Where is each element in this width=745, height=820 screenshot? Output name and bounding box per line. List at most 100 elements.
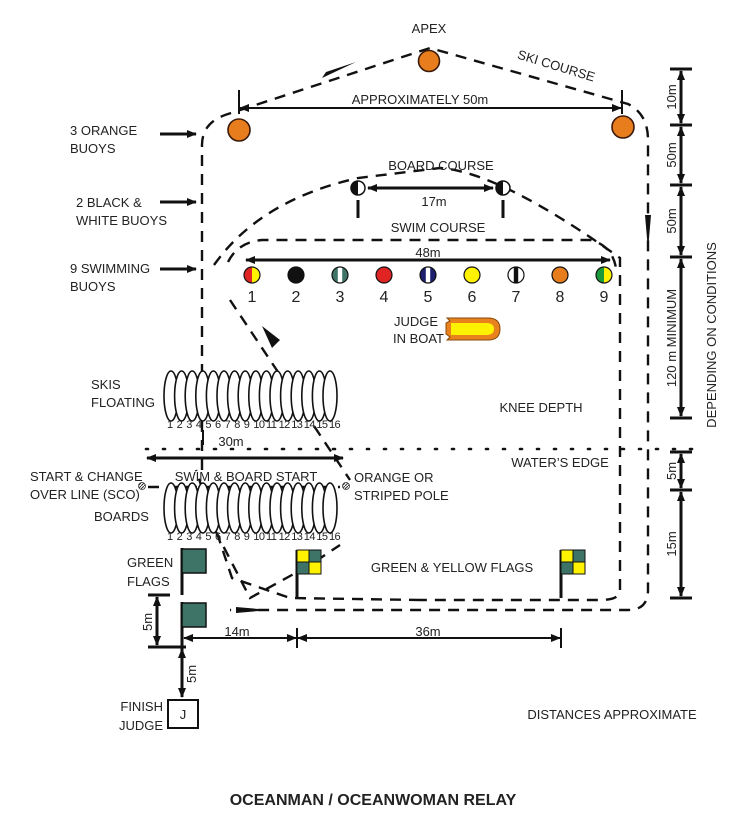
finish-judge-letter: J [180, 707, 187, 722]
svg-text:BUOYS: BUOYS [70, 141, 116, 156]
svg-text:2 BLACK &: 2 BLACK & [76, 195, 142, 210]
svg-text:50m: 50m [664, 142, 679, 167]
board-number: 7 [225, 531, 231, 543]
swim-course-direction-arrow [262, 326, 280, 348]
ski-number: 6 [215, 419, 221, 431]
board-course-path [213, 166, 622, 602]
swim-buoy-number: 1 [248, 289, 257, 306]
return-path [213, 529, 341, 600]
swim-buoy-number: 7 [512, 289, 521, 306]
board-number: 11 [266, 531, 277, 543]
orange-buoy-left [227, 118, 251, 142]
swim-course-return [229, 299, 351, 481]
start-change-label-2: OVER LINE (SCO) [30, 487, 140, 502]
ski-number: 14 [304, 419, 316, 431]
pole-label-2: STRIPED POLE [354, 488, 449, 503]
board-number: 3 [186, 531, 192, 543]
swim-buoy-number: 2 [292, 289, 301, 306]
ski-number: 8 [234, 419, 240, 431]
apex-buoy [417, 49, 441, 73]
ski-number: 7 [225, 419, 231, 431]
bw-buoy-left [350, 180, 366, 218]
ski-course-label: SKI COURSE [516, 47, 597, 85]
ski-course-direction-arrow [236, 607, 270, 613]
ski-number: 2 [177, 419, 183, 431]
finish-judge-label-2: JUDGE [119, 718, 163, 733]
swim-buoy-5 [419, 266, 437, 284]
svg-text:5m: 5m [664, 462, 679, 480]
boards [163, 482, 338, 534]
svg-text:50m: 50m [664, 208, 679, 233]
ski-number: 4 [196, 419, 202, 431]
ski-number: 12 [279, 419, 291, 431]
swim-buoy-1 [243, 266, 261, 284]
svg-text:120 m MINIMUM: 120 m MINIMUM [664, 289, 679, 387]
finish-judge-label-1: FINISH [120, 699, 163, 714]
board-number: 4 [196, 531, 202, 543]
svg-text:BUOYS: BUOYS [70, 279, 116, 294]
svg-text:DEPENDING ON CONDITIONS: DEPENDING ON CONDITIONS [704, 242, 719, 428]
board-number: 1 [167, 531, 173, 543]
green-yellow-flag-2 [559, 549, 586, 598]
board-number: 5 [205, 531, 211, 543]
ski-number: 5 [205, 419, 211, 431]
board-number: 15 [316, 531, 328, 543]
orange-buoy-right [611, 115, 635, 139]
ski-number: 16 [329, 419, 341, 431]
board-number: 14 [304, 531, 316, 543]
legend-bw-buoys: 2 BLACK & WHITE BUOYS [76, 195, 197, 228]
dist-5m-left-label: 5m [140, 613, 155, 631]
swim-course-label: SWIM COURSE [391, 220, 486, 235]
ski-number: 15 [316, 419, 328, 431]
dist-14m-label: 14m [224, 624, 249, 639]
ski-number: 11 [266, 419, 277, 431]
knee-depth-label: KNEE DEPTH [499, 400, 582, 415]
green-flag-1 [180, 548, 207, 595]
skis-label-1: SKIS [91, 377, 121, 392]
svg-text:10m: 10m [664, 84, 679, 109]
ski-course-path [200, 46, 650, 612]
diagram-title: OCEANMAN / OCEANWOMAN RELAY [230, 792, 517, 809]
green-yellow-flag-1 [295, 549, 322, 598]
board-course-label: BOARD COURSE [388, 158, 494, 173]
board-number: 6 [215, 531, 221, 543]
ski-number: 9 [244, 419, 250, 431]
board-number: 16 [329, 531, 341, 543]
approx-50m-label: APPROXIMATELY 50m [352, 92, 489, 107]
swim-buoy-number: 6 [468, 289, 477, 306]
dist-5m-judge-label: 5m [184, 665, 199, 683]
swim-buoy-number: 9 [600, 289, 609, 306]
finish-judge-box [167, 699, 199, 729]
bw-buoy-right [495, 180, 511, 218]
right-scale: 10m 50m 50m 120 m MINIMUM 5m 15m DEPENDI… [664, 67, 719, 600]
ski-number: 13 [291, 419, 303, 431]
gy-flags-label: GREEN & YELLOW FLAGS [371, 560, 534, 575]
skis-floating [163, 370, 338, 422]
swim-buoy-number: 4 [380, 289, 389, 306]
swim-buoy-6 [463, 266, 481, 284]
board-number: 2 [177, 531, 183, 543]
swim-board-start-label: SWIM & BOARD START [175, 469, 318, 484]
svg-text:9 SWIMMING: 9 SWIMMING [70, 261, 150, 276]
dist-17m-label: 17m [421, 194, 446, 209]
swim-buoy-2 [287, 266, 305, 284]
swim-buoy-4 [375, 266, 393, 284]
svg-text:WHITE BUOYS: WHITE BUOYS [76, 213, 167, 228]
swim-buoy-number: 5 [424, 289, 433, 306]
dist-36m-label: 36m [415, 624, 440, 639]
start-change-label-1: START & CHANGE [30, 469, 143, 484]
boards-label: BOARDS [94, 509, 149, 524]
green-flag-2 [180, 602, 207, 650]
dist-30m-label: 30m [218, 434, 243, 449]
board-number: 9 [244, 531, 250, 543]
sco-pole-left [138, 482, 146, 490]
board-number: 8 [234, 531, 240, 543]
judge-boat-label-2: IN BOAT [393, 331, 444, 346]
ski-number: 1 [167, 419, 173, 431]
board-number: 10 [253, 531, 265, 543]
legend-swimming-buoys: 9 SWIMMING BUOYS [70, 261, 197, 294]
